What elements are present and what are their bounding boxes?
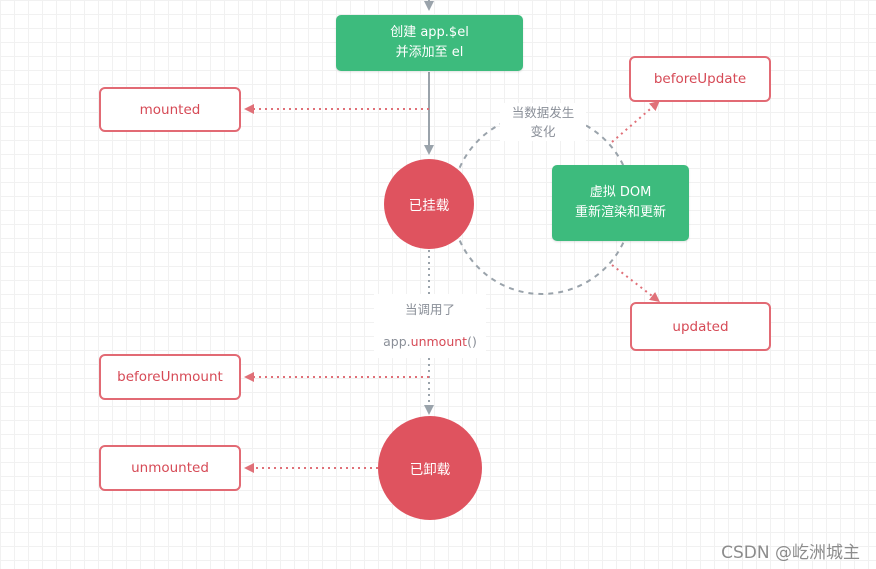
create-el-line2: 并添加至 el	[395, 45, 464, 60]
unmount-call-method: unmount	[410, 334, 468, 349]
vdom-line1: 虚拟 DOM	[589, 185, 652, 200]
create-el-node: 创建 app.$el 并添加至 el	[336, 15, 523, 71]
hook-before-unmount: beforeUnmount	[99, 354, 241, 400]
hook-updated: updated	[630, 302, 771, 351]
unmount-call-suffix: ()	[467, 334, 477, 349]
vdom-line2: 重新渲染和更新	[574, 205, 666, 220]
hook-unmounted-label: unmounted	[131, 460, 209, 476]
unmounted-state-label: 已卸载	[409, 462, 451, 478]
unmount-call-line1: 当调用了	[404, 302, 455, 317]
arrow-to-updated	[611, 264, 660, 303]
unmount-call-line2: app.unmount()	[374, 326, 486, 358]
unmount-call-label: 当调用了 app.unmount()	[374, 294, 486, 358]
mounted-state-label: 已挂载	[408, 198, 450, 214]
hook-before-update: beforeUpdate	[629, 56, 771, 102]
hook-updated-label: updated	[672, 318, 729, 335]
unmounted-state-node: 已卸载	[378, 416, 482, 520]
hook-unmounted: unmounted	[99, 445, 241, 491]
hook-before-update-label: beforeUpdate	[653, 71, 747, 87]
vdom-rerender-node: 虚拟 DOM 重新渲染和更新	[552, 165, 689, 241]
unmount-call-prefix: app.	[383, 334, 411, 349]
hook-mounted-label: mounted	[139, 101, 201, 118]
hook-before-unmount-label: beforeUnmount	[117, 369, 223, 385]
data-change-line2: 变化	[530, 124, 556, 139]
hook-mounted: mounted	[99, 87, 241, 132]
data-change-line1: 当数据发生	[511, 105, 575, 120]
create-el-line1: 创建 app.$el	[390, 25, 469, 40]
data-change-label: 当数据发生 变化	[500, 103, 586, 141]
mounted-state-node: 已挂载	[384, 159, 474, 249]
arrow-to-before-update	[611, 100, 660, 143]
watermark: CSDN @屹洲城主	[721, 543, 860, 563]
